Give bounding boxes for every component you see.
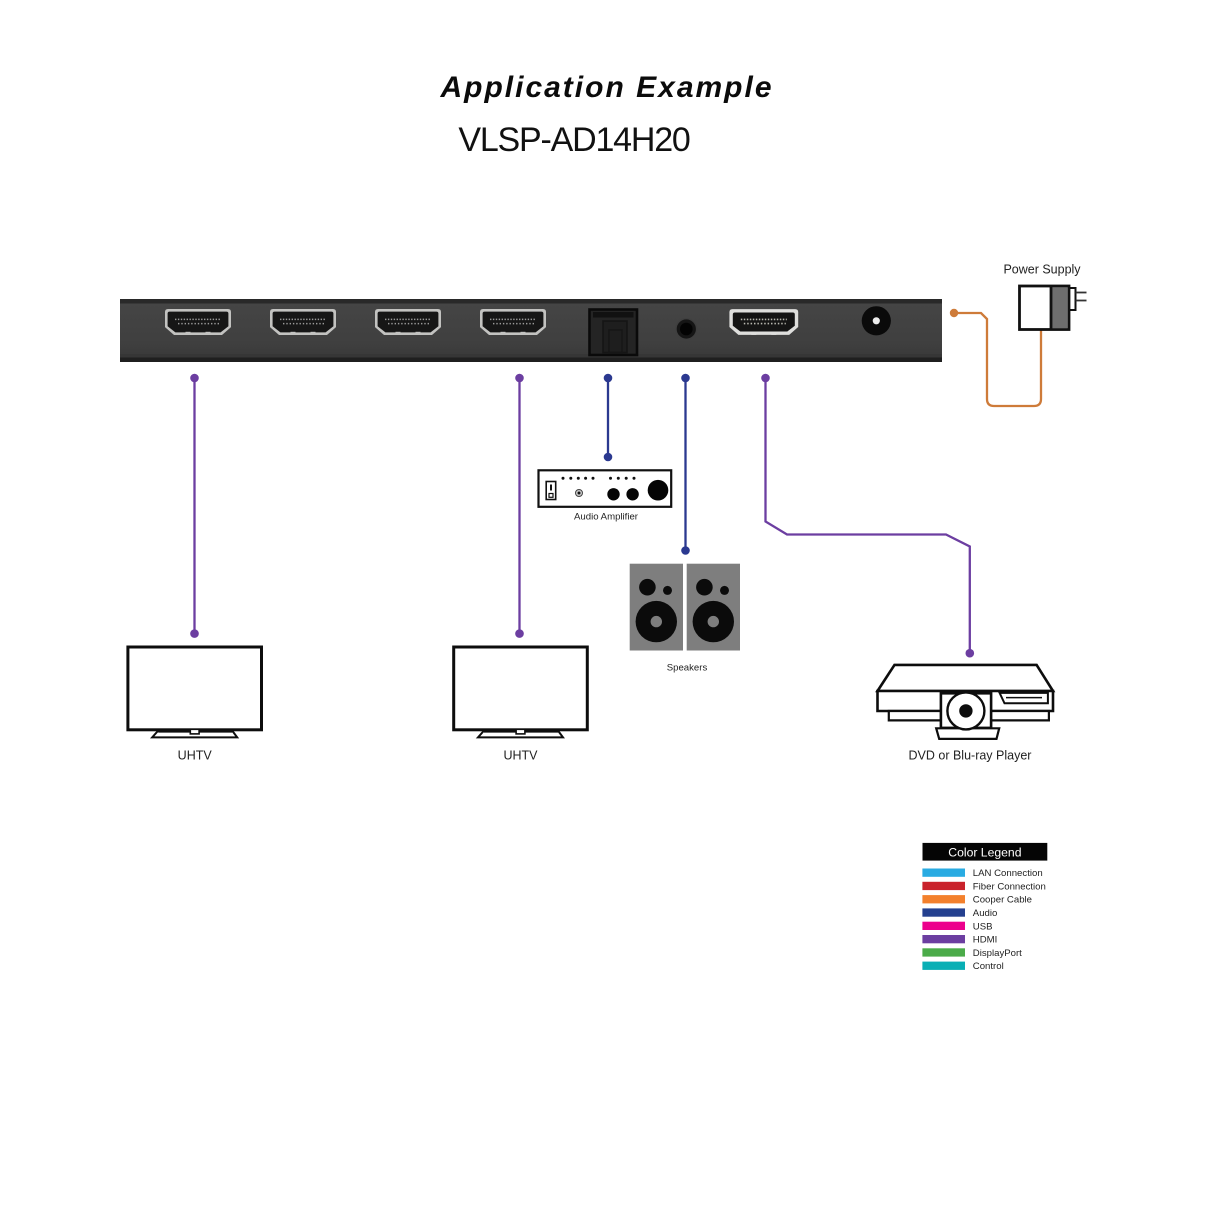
svg-text:VLSP-AD14H20: VLSP-AD14H20 bbox=[458, 121, 690, 159]
svg-text:Cooper Cable: Cooper Cable bbox=[973, 895, 1032, 906]
svg-text:LAN Connection: LAN Connection bbox=[973, 868, 1043, 879]
svg-text:UHTV: UHTV bbox=[178, 749, 213, 763]
svg-text:Speakers: Speakers bbox=[667, 663, 708, 674]
svg-text:DisplayPort: DisplayPort bbox=[973, 948, 1022, 959]
svg-text:USB: USB bbox=[973, 921, 993, 932]
svg-text:UHTV: UHTV bbox=[503, 749, 538, 763]
svg-text:Application Example: Application Example bbox=[439, 71, 773, 104]
svg-text:Audio: Audio bbox=[973, 908, 998, 919]
svg-text:Fiber Connection: Fiber Connection bbox=[973, 881, 1046, 892]
svg-text:HDMI: HDMI bbox=[973, 935, 998, 946]
svg-text:Control: Control bbox=[973, 961, 1004, 972]
svg-text:Color Legend: Color Legend bbox=[948, 845, 1021, 859]
svg-text:Power Supply: Power Supply bbox=[1003, 263, 1081, 277]
svg-text:Audio Amplifier: Audio Amplifier bbox=[574, 512, 639, 523]
svg-text:DVD or Blu-ray Player: DVD or Blu-ray Player bbox=[909, 749, 1032, 763]
